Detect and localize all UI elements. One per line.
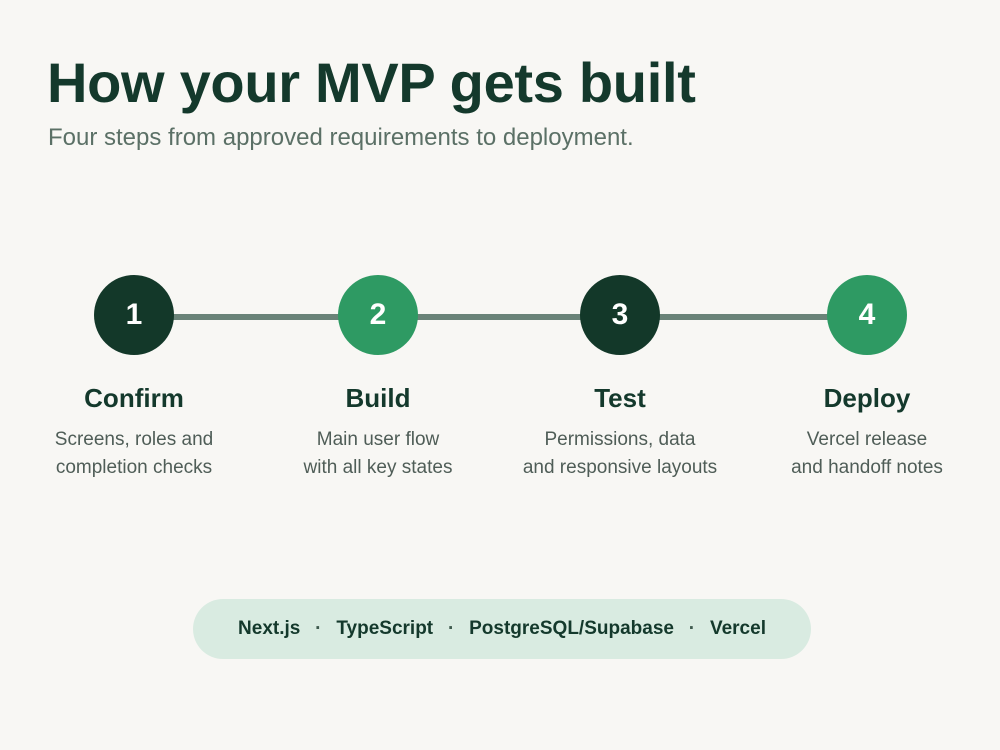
tech-stack-item: PostgreSQL/Supabase bbox=[469, 618, 674, 639]
step-description-line: Vercel release bbox=[806, 429, 928, 451]
step-deploy: 4 Deploy Vercel release and handoff note… bbox=[757, 275, 977, 482]
step-title: Build bbox=[345, 383, 411, 413]
tech-stack-separator: · bbox=[447, 618, 455, 639]
step-title: Deploy bbox=[823, 383, 911, 413]
page-subtitle: Four steps from approved requirements to… bbox=[48, 124, 634, 151]
step-confirm: 1 Confirm Screens, roles and completion … bbox=[24, 275, 244, 482]
step-number-badge: 3 bbox=[580, 275, 660, 355]
page-title: How your MVP gets built bbox=[47, 51, 696, 114]
tech-stack-item: Next.js bbox=[238, 618, 301, 639]
tech-stack-separator: · bbox=[315, 618, 322, 639]
tech-stack-separator: · bbox=[688, 618, 696, 639]
step-description: Vercel release and handoff notes bbox=[757, 426, 977, 482]
tech-stack-item: Vercel bbox=[709, 618, 766, 639]
step-description-line: and handoff notes bbox=[791, 457, 943, 479]
step-description: Screens, roles and completion checks bbox=[24, 426, 244, 482]
step-title: Confirm bbox=[84, 383, 184, 413]
step-description: Main user flow with all key states bbox=[268, 426, 488, 482]
tech-stack-pill: Next.js · TypeScript · PostgreSQL/Supaba… bbox=[193, 599, 811, 659]
step-number: 1 bbox=[125, 298, 143, 331]
step-build: 2 Build Main user flow with all key stat… bbox=[268, 275, 488, 482]
step-description-line: and responsive layouts bbox=[522, 457, 718, 479]
tech-stack-item: TypeScript bbox=[336, 618, 434, 639]
step-number: 2 bbox=[369, 298, 387, 331]
step-number-badge: 1 bbox=[94, 275, 174, 355]
step-title: Test bbox=[594, 383, 646, 413]
step-number: 3 bbox=[611, 298, 629, 331]
step-description-line: Main user flow bbox=[316, 429, 440, 451]
step-description-line: Screens, roles and bbox=[54, 429, 214, 451]
step-number: 4 bbox=[858, 298, 876, 331]
step-description-line: completion checks bbox=[55, 457, 213, 479]
step-description-line: with all key states bbox=[303, 457, 453, 479]
timeline-connector bbox=[134, 314, 867, 320]
step-description-line: Permissions, data bbox=[544, 429, 696, 451]
step-description: Permissions, data and responsive layouts bbox=[510, 426, 730, 482]
step-test: 3 Test Permissions, data and responsive … bbox=[510, 275, 730, 482]
step-number-badge: 4 bbox=[827, 275, 907, 355]
step-number-badge: 2 bbox=[338, 275, 418, 355]
